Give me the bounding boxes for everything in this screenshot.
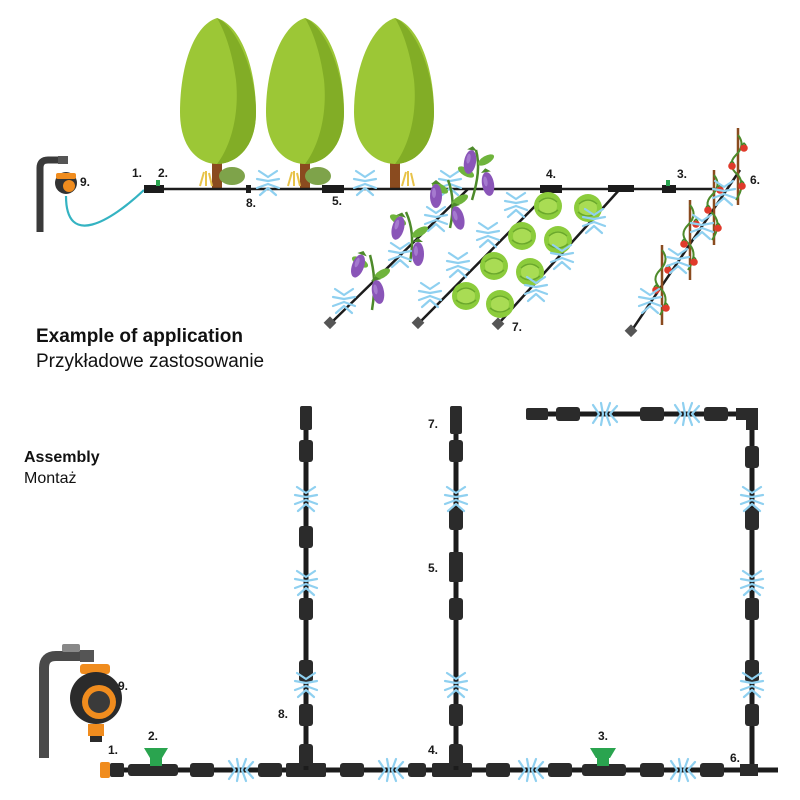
timer-assembly: [70, 664, 122, 742]
assembly-middle-riser-fittings: [449, 406, 463, 766]
tree-2: [266, 18, 344, 188]
tomato-plants: [651, 128, 749, 325]
application-heading: Example of application Przykładowe zasto…: [36, 326, 264, 373]
assembly-subtitle: Montaż: [24, 470, 77, 487]
label-top-1: 1.: [132, 166, 142, 180]
diagonal-sprays: [331, 179, 737, 315]
tree-1: [180, 18, 256, 188]
label-asm-1: 1.: [108, 743, 118, 757]
assembly-scene: 9. 1. 2. 8. 7. 5. 4. 3. 6.: [39, 401, 778, 783]
diagonal-lines: [331, 169, 742, 331]
label-top-5: 5.: [332, 194, 342, 208]
label-asm-2: 2.: [148, 729, 158, 743]
tree-3: [354, 18, 434, 188]
label-asm-4: 4.: [428, 743, 438, 757]
label-top-4: 4.: [546, 167, 556, 181]
label-top-7: 7.: [512, 320, 522, 334]
label-asm-5: 5.: [428, 561, 438, 575]
supply-hose: [64, 189, 145, 227]
label-top-8: 8.: [246, 196, 256, 210]
application-scene: 9. 1. 2. 8. 5. 4. 3. 6. 7.: [36, 18, 760, 338]
application-title: Example of application: [36, 326, 243, 347]
label-asm-3: 3.: [598, 729, 608, 743]
assembly-heading: Assembly Montaż: [24, 449, 100, 488]
label-top-9: 9.: [80, 175, 90, 189]
label-asm-8: 8.: [278, 707, 288, 721]
tap-assembly: [39, 644, 94, 758]
label-top-3: 3.: [677, 167, 687, 181]
eggplant-plants: [348, 145, 496, 311]
diagonal-end-caps: [323, 316, 638, 338]
label-asm-9: 9.: [118, 679, 128, 693]
label-top-6: 6.: [750, 173, 760, 187]
shrubs: [199, 167, 415, 187]
assembly-right-loop: [526, 411, 755, 770]
assembly-title: Assembly: [24, 449, 100, 466]
tap-top: [36, 156, 68, 232]
application-subtitle: Przykładowe zastosowanie: [36, 351, 265, 372]
assembly-bottom-fittings: [100, 748, 724, 778]
label-asm-6: 6.: [730, 751, 740, 765]
label-top-2: 2.: [158, 166, 168, 180]
label-asm-7: 7.: [428, 417, 438, 431]
assembly-right-loop-fittings: [526, 407, 759, 776]
timer-top: [55, 172, 77, 194]
main-line-sprays: [255, 169, 463, 197]
